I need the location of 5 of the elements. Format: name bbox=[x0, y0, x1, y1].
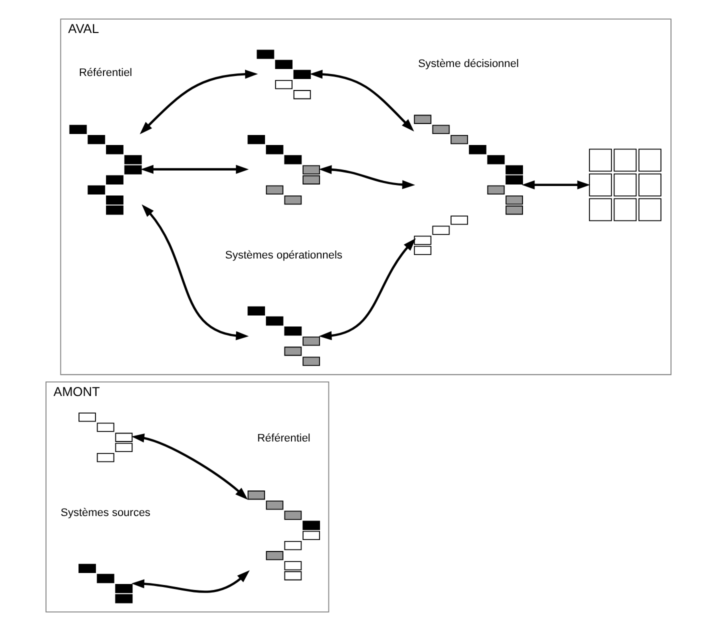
label: Système décisionnel bbox=[418, 58, 519, 70]
label: Référentiel bbox=[257, 432, 310, 445]
label: Référentiel bbox=[79, 66, 132, 79]
label: Systèmes opérationnels bbox=[225, 249, 342, 262]
label: Systèmes sources bbox=[60, 506, 150, 519]
